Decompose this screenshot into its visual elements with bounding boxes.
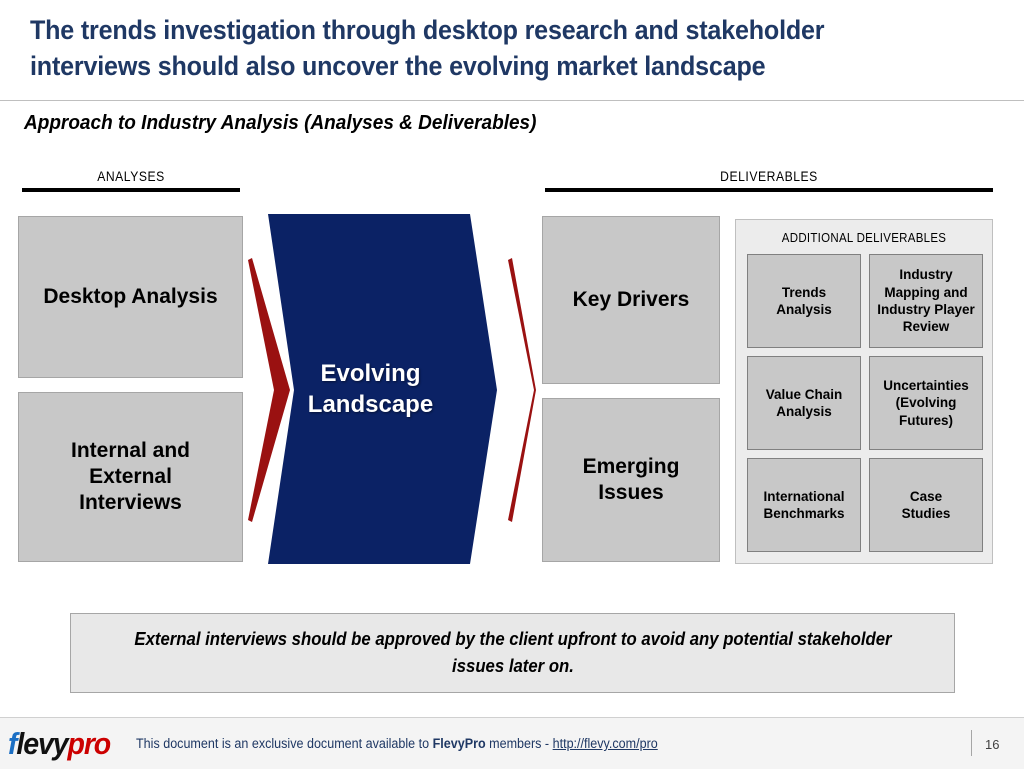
additional-deliverable-label: Case Studies	[901, 488, 951, 521]
additional-deliverable-label: Value Chain Analysis	[765, 386, 843, 419]
additional-deliverable-industry-mapping[interactable]: Industry Mapping and Industry Player Rev…	[869, 254, 983, 348]
deliverables-box-emerging-issues[interactable]: Emerging Issues	[542, 398, 720, 562]
red-arrow-right-icon	[508, 258, 536, 522]
analyses-box-label: Internal and External Interviews	[70, 438, 191, 515]
flevypro-logo: flevypro	[8, 726, 111, 761]
deliverables-box-label: Emerging Issues	[582, 454, 680, 504]
analyses-box-internal-external-interviews[interactable]: Internal and External Interviews	[18, 392, 243, 562]
evolving-landscape-flow-graphic	[248, 214, 536, 564]
column-header-deliverables: DELIVERABLES	[720, 169, 818, 184]
subtitle: Approach to Industry Analysis (Analyses …	[24, 112, 537, 134]
additional-deliverable-label: International Benchmarks	[763, 488, 845, 521]
logo-text-levy: levy	[16, 726, 68, 761]
footer-link[interactable]: http://flevy.com/pro	[552, 736, 658, 751]
page-title: The trends investigation through desktop…	[30, 15, 825, 81]
additional-deliverable-value-chain-analysis[interactable]: Value Chain Analysis	[747, 356, 861, 450]
additional-deliverable-label: Trends Analysis	[776, 284, 832, 317]
footer-notice-suffix: members -	[485, 736, 553, 751]
footer-notice-prefix: This document is an exclusive document a…	[136, 736, 433, 751]
column-rule-deliverables	[545, 188, 993, 192]
footer-notice: This document is an exclusive document a…	[136, 736, 658, 751]
analyses-box-desktop-analysis[interactable]: Desktop Analysis	[18, 216, 243, 378]
callout-text: External interviews should be approved b…	[133, 629, 892, 676]
column-header-analyses: ANALYSES	[97, 169, 165, 184]
callout-box: External interviews should be approved b…	[70, 613, 955, 693]
red-arrow-left-icon	[248, 258, 290, 522]
additional-deliverables-title: ADDITIONAL DELIVERABLES	[781, 231, 947, 245]
evolving-landscape-label: Evolving Landscape	[307, 360, 434, 418]
logo-text-pro: pro	[67, 726, 111, 761]
additional-deliverable-label: Uncertainties (Evolving Futures)	[883, 378, 969, 428]
additional-deliverable-label: Industry Mapping and Industry Player Rev…	[877, 267, 975, 335]
page-number: 16	[985, 737, 1000, 752]
title-divider	[0, 100, 1024, 101]
deliverables-box-label: Key Drivers	[572, 287, 690, 311]
navy-chevron-shape	[268, 214, 497, 564]
analyses-box-label: Desktop Analysis	[43, 284, 218, 308]
additional-deliverables-panel: ADDITIONAL DELIVERABLES Trends Analysis …	[735, 219, 993, 564]
deliverables-box-key-drivers[interactable]: Key Drivers	[542, 216, 720, 384]
footer-bar	[0, 717, 1024, 769]
additional-deliverable-uncertainties[interactable]: Uncertainties (Evolving Futures)	[869, 356, 983, 450]
additional-deliverable-case-studies[interactable]: Case Studies	[869, 458, 983, 552]
column-rule-analyses	[22, 188, 240, 192]
additional-deliverables-grid: Trends Analysis Industry Mapping and Ind…	[747, 254, 983, 552]
footer-brand: FlevyPro	[432, 736, 486, 751]
additional-deliverable-international-benchmarks[interactable]: International Benchmarks	[747, 458, 861, 552]
additional-deliverable-trends-analysis[interactable]: Trends Analysis	[747, 254, 861, 348]
footer-divider	[971, 730, 972, 756]
logo-letter-f: f	[8, 726, 18, 761]
